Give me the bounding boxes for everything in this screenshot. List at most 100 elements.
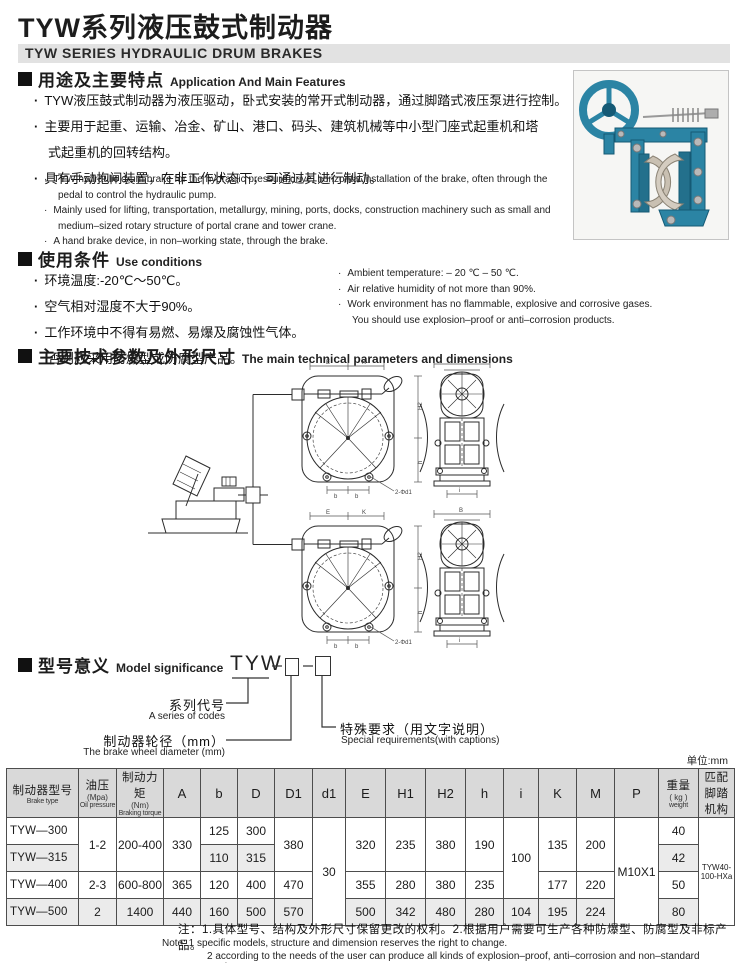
brake-type-cell: TYW—500 xyxy=(6,898,79,926)
column-header: H2 xyxy=(425,768,466,818)
spec-cell: 330 xyxy=(163,817,201,872)
conditions-list-en: Ambient temperature: – 20 ℃ – 50 ℃. Air … xyxy=(338,266,734,328)
feature-item: TYW液压鼓式制动器为液压驱动，卧式安装的常开式制动器，通过脚踏式液压泵进行控制… xyxy=(34,88,574,114)
spec-cell: 600-800 xyxy=(116,871,164,899)
front-view-lower xyxy=(291,509,425,648)
model-diameter-box xyxy=(285,658,299,676)
model-label-series-zh: 系列代号 xyxy=(168,698,225,713)
column-header: 匹配脚踏机构 xyxy=(698,768,735,818)
note-en-1: Note: 1 specific models, structure and d… xyxy=(162,938,508,949)
spec-cell: 500 xyxy=(345,898,386,926)
spec-cell: 40 xyxy=(658,817,699,845)
note-en-2: 2 according to the needs of the user can… xyxy=(207,951,700,963)
spec-cell: 2 xyxy=(78,898,117,926)
column-header: d1 xyxy=(312,768,346,818)
section-title-zh: 主要技术参数及外形尺寸 xyxy=(38,348,236,367)
spec-cell: 200 xyxy=(576,817,615,872)
model-label-diameter-en: The brake wheel diameter (mm) xyxy=(83,747,225,758)
column-header: E xyxy=(345,768,386,818)
model-label-series-en: A series of codes xyxy=(148,711,225,722)
spec-cell: 80 xyxy=(658,898,699,926)
spec-cell: 224 xyxy=(576,898,615,926)
section-title-en: Model significance xyxy=(116,661,224,675)
column-header: 制动力矩(Nm)Braking torque xyxy=(116,768,164,818)
feature-item: 主要用于起重、运输、冶金、矿山、港口、码头、建筑机械等中小型门座式起重机和塔 式… xyxy=(34,114,574,166)
pedal-pump-drawing xyxy=(148,455,248,534)
spec-cell: 470 xyxy=(274,871,313,899)
spec-cell: 500 xyxy=(237,898,275,926)
section-title-en: Application And Main Features xyxy=(170,75,346,89)
feature-item: TYW hydraulic drum brake for the hydraul… xyxy=(44,172,574,203)
spec-cell: 235 xyxy=(465,871,504,899)
brake-type-cell: TYW—315 xyxy=(6,844,79,872)
unit-note: 单位:mm xyxy=(686,755,728,767)
column-header: K xyxy=(538,768,577,818)
condition-item: 环境温度:-20℃～50℃。 xyxy=(34,268,354,294)
section-header-conditions: 使用条件 Use conditions xyxy=(18,246,202,271)
column-header: 重量( kg )weight xyxy=(658,768,699,818)
side-view-lower xyxy=(419,507,505,648)
spec-cell: 342 xyxy=(385,898,426,926)
condition-item: Ambient temperature: – 20 ℃ – 50 ℃. xyxy=(338,266,734,282)
column-header: b xyxy=(200,768,238,818)
spec-cell: 380 xyxy=(425,817,466,872)
model-special-box xyxy=(315,656,331,676)
condition-item: Air relative humidity of not more than 9… xyxy=(338,282,734,298)
spec-cell: 2-3 xyxy=(78,871,117,899)
spec-cell: 30 xyxy=(312,817,346,926)
spec-cell: 220 xyxy=(576,871,615,899)
column-header: h xyxy=(465,768,504,818)
condition-item: Work environment has no flammable, explo… xyxy=(338,297,734,328)
section-header-model: 型号意义 Model significance xyxy=(18,652,223,677)
column-header: P xyxy=(614,768,659,818)
page-subtitle-bar: TYW SERIES HYDRAULIC DRUM BRAKES xyxy=(18,44,730,63)
spec-cell: 315 xyxy=(237,844,275,872)
section-title-zh: 使用条件 xyxy=(38,251,110,270)
section-marker-icon xyxy=(18,348,32,363)
spec-cell: 50 xyxy=(658,871,699,899)
spec-cell: 1400 xyxy=(116,898,164,926)
model-code: TYW xyxy=(230,652,283,675)
technical-drawings: E K xyxy=(148,357,505,648)
feature-item: A hand brake device, in non–working stat… xyxy=(44,234,574,250)
spec-cell: 235 xyxy=(385,817,426,872)
spec-cell: 380 xyxy=(274,817,313,872)
spec-cell: 100 xyxy=(503,817,539,899)
conditions-list-zh: 环境温度:-20℃～50℃。 空气相对湿度不大于90%。 工作环境中不得有易燃、… xyxy=(34,268,354,372)
column-header: M xyxy=(576,768,615,818)
spec-cell: 355 xyxy=(345,871,386,899)
spec-cell: 195 xyxy=(538,898,577,926)
model-label-special-en: Special requirements(with captions) xyxy=(341,735,500,746)
spec-cell: 42 xyxy=(658,844,699,872)
column-header: D1 xyxy=(274,768,313,818)
section-header-features: 用途及主要特点 Application And Main Features xyxy=(18,66,346,91)
spec-cell: 320 xyxy=(345,817,386,872)
column-header: i xyxy=(503,768,539,818)
hydraulic-lines xyxy=(238,394,292,545)
spec-cell: 200-400 xyxy=(116,817,164,872)
section-marker-icon xyxy=(18,657,32,672)
column-header: A xyxy=(163,768,201,818)
section-title-zh: 型号意义 xyxy=(38,657,110,676)
spec-cell: 400 xyxy=(237,871,275,899)
spec-cell: 300 xyxy=(237,817,275,845)
condition-item: 空气相对湿度不大于90%。 xyxy=(34,294,354,320)
side-view-upper xyxy=(419,357,505,499)
column-header: D xyxy=(237,768,275,818)
condition-item: 工作环境中不得有易燃、易爆及腐蚀性气体。 否则应采用防爆型或防腐型产品。 xyxy=(34,320,354,372)
section-marker-icon xyxy=(18,71,32,86)
section-title-zh: 用途及主要特点 xyxy=(38,71,164,90)
spec-cell: 365 xyxy=(163,871,201,899)
brake-type-cell: TYW—400 xyxy=(6,871,79,899)
feature-item: Mainly used for lifting, transportation,… xyxy=(44,203,574,234)
page-title: TYW系列液压鼓式制动器 xyxy=(18,13,333,43)
spec-cell: 135 xyxy=(538,817,577,872)
drum-brake-product xyxy=(579,80,719,227)
product-photo xyxy=(573,70,729,240)
column-header: 油压(Mpa)Oil pressure xyxy=(78,768,117,818)
spec-cell: TYW40-100-HXa xyxy=(698,817,735,926)
